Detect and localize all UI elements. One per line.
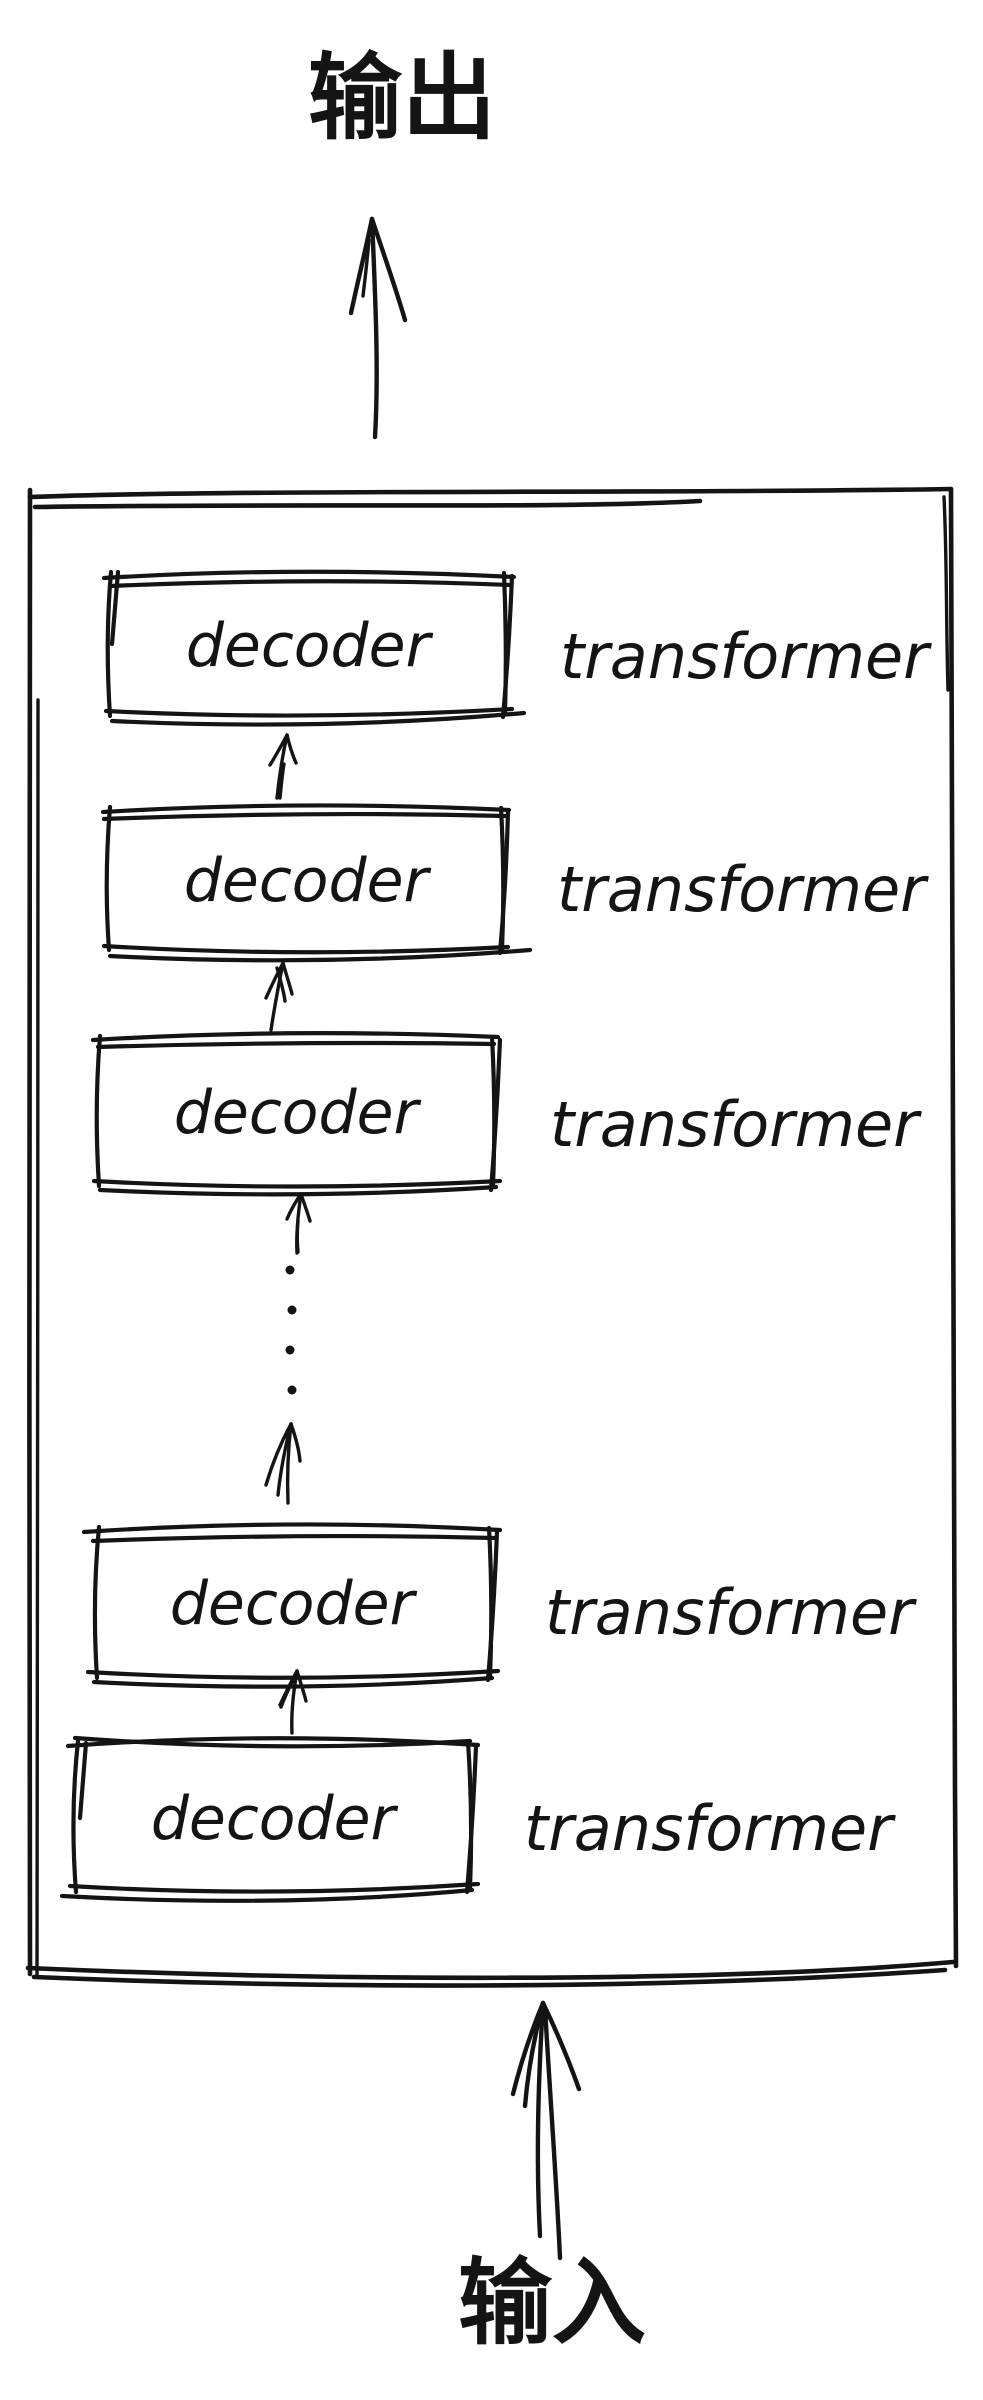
flow-arrow-5-barb-left-double <box>279 1676 296 1709</box>
flow-arrow-1 <box>268 733 298 800</box>
decoder-box-4-bottom <box>85 1668 501 1680</box>
decoder-box-4-right-double <box>485 1529 500 1683</box>
flow-arrow-1-shaft-double <box>278 762 286 800</box>
decoder-box-5-left-double <box>77 1740 89 1821</box>
decoder-box-5-bottom <box>67 1881 481 1894</box>
container-right-edge <box>948 486 959 1969</box>
flow-arrow-2 <box>264 961 294 1032</box>
container-bottom-edge <box>25 1959 956 1981</box>
flow-arrow-5-shaft <box>290 1669 299 1735</box>
ellipsis-dot <box>287 1385 297 1395</box>
flow-arrow-3-shaft-double <box>295 1219 300 1254</box>
flow-arrow-4-barb-right <box>289 1422 302 1463</box>
decoder-box-1-left-double <box>109 569 121 647</box>
flow-arrow-4 <box>264 1422 302 1505</box>
flow-arrow-2-shaft-double <box>275 966 287 1003</box>
decoder-box-1-bottom-double <box>109 710 527 727</box>
flow-arrow-2-barb-right <box>281 961 294 996</box>
output-arrow <box>348 216 408 440</box>
container-right-edge-double <box>942 495 950 692</box>
ellipsis-dot <box>285 1265 295 1275</box>
container-left-edge-double <box>35 698 40 1978</box>
input-arrow <box>510 2000 582 2261</box>
flow-arrow-3 <box>285 1192 312 1255</box>
decoder-box-1-top <box>101 569 517 581</box>
input-arrow-barb-right <box>540 2000 582 2092</box>
decoder-box-5: decoder <box>59 1735 481 1903</box>
decoder-box-4-bottom-double <box>91 1675 495 1689</box>
decoder-box-5-left <box>71 1738 81 1895</box>
decoder-box-4-top <box>81 1522 503 1535</box>
container-bottom-edge-double <box>31 1967 948 1988</box>
decoder-box-label-1: decoder <box>186 611 434 681</box>
transformer-label-2: transformer <box>557 853 929 926</box>
decoder-box-2-top-double <box>101 811 508 822</box>
decoder-box-4-left <box>92 1524 102 1681</box>
flow-arrow-5 <box>278 1669 308 1735</box>
decoder-box-4: decoder <box>81 1522 503 1689</box>
decoder-box-label-3: decoder <box>174 1078 422 1148</box>
output-arrow-right-edge <box>369 216 408 323</box>
decoder-box-2-bottom-double <box>107 947 533 963</box>
flow-arrow-4-tail-2 <box>276 1422 293 1497</box>
output-label: 输出 <box>308 44 496 153</box>
decoder-box-3-right-double <box>488 1037 503 1193</box>
decoder-box-label-4: decoder <box>170 1569 418 1639</box>
decoder-box-5-top-double <box>72 1735 473 1749</box>
decoder-box-3-bottom <box>91 1178 503 1189</box>
flow-arrow-5-barb-right <box>295 1669 308 1703</box>
container-top-edge-double <box>32 498 703 510</box>
ellipsis-dots <box>285 1265 297 1395</box>
output-arrow-left-edge <box>348 216 375 316</box>
decoder-box-2-bottom <box>101 943 511 955</box>
decoder-box-5-right-double <box>464 1743 479 1895</box>
decoder-box-5-bottom-double <box>59 1887 475 1903</box>
input-label: 输入 <box>458 2249 646 2358</box>
container-left-edge <box>26 487 33 1977</box>
ellipsis-dot <box>285 1345 295 1355</box>
flow-arrow-1-barb-left <box>268 733 289 767</box>
decoder-box-4-top-double <box>90 1533 497 1544</box>
decoder-box-2-left <box>104 804 113 953</box>
decoder-box-label-2: decoder <box>184 846 432 916</box>
output-arrow-inner-stroke <box>361 238 371 298</box>
decoder-box-1: decoder <box>101 569 527 727</box>
container-box <box>25 486 959 1988</box>
flow-arrow-2-barb-left <box>264 961 285 1000</box>
output-arrow-shaft <box>369 216 379 440</box>
decoder-box-3: decoder <box>90 1031 503 1197</box>
flow-arrow-4-tail-3 <box>264 1422 293 1487</box>
input-arrow-barb-left-double <box>522 2000 546 2109</box>
decoder-box-1-right-double <box>500 573 515 720</box>
decoder-box-1-top-double <box>107 579 513 589</box>
input-arrow-shaft <box>535 2000 546 2239</box>
decoder-box-2: decoder <box>100 803 533 963</box>
ellipsis-dot <box>287 1305 297 1315</box>
decoder-box-2-top <box>100 803 512 815</box>
flow-arrow-3-barb-right <box>299 1192 312 1223</box>
container-top-edge <box>27 486 954 500</box>
transformer-label-3: transformer <box>550 1088 922 1161</box>
input-arrow-shaft-double <box>542 2005 563 2261</box>
decoder-box-2-right-double <box>497 809 511 956</box>
decoder-box-label-5: decoder <box>151 1784 399 1854</box>
decoder-box-1-bottom <box>103 706 515 718</box>
decoder-box-1-left <box>105 569 114 719</box>
decoder-box-3-top <box>90 1031 501 1043</box>
flow-arrow-1-barb-right <box>285 733 298 765</box>
transformer-label-1: transformer <box>560 620 932 693</box>
flow-arrow-2-shaft <box>269 961 285 1032</box>
transformer-label-5: transformer <box>524 1792 896 1865</box>
flow-arrow-3-barb-left <box>285 1192 303 1221</box>
decoder-box-3-left <box>94 1033 103 1189</box>
transformer-label-4: transformer <box>545 1576 917 1649</box>
decoder-box-3-top-double <box>95 1040 497 1050</box>
